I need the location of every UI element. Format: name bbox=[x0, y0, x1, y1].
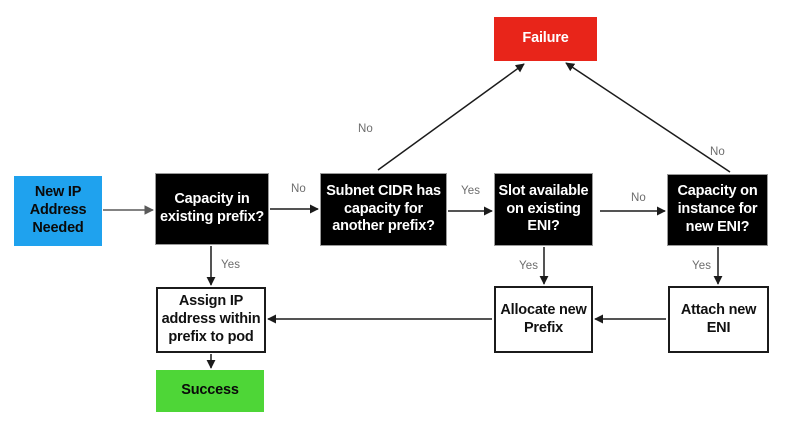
edge-label-capacity-prefix-no: No bbox=[291, 183, 306, 195]
edge-label-capacity-instance-yes: Yes bbox=[692, 260, 712, 272]
edge-subnet-cidr-to-failure bbox=[377, 63, 525, 171]
edge-label-capacity-instance-no: No bbox=[710, 146, 725, 158]
edge-capacity-instance-to-failure bbox=[565, 62, 731, 173]
edge-label-subnet-cidr-yes: Yes bbox=[461, 185, 481, 197]
node-slot-available-on-existing-eni[interactable]: Slot available on existing ENI? bbox=[494, 173, 593, 246]
edge-label-slot-eni-yes: Yes bbox=[519, 260, 539, 272]
node-capacity-on-instance-for-new-eni[interactable]: Capacity on instance for new ENI? bbox=[667, 174, 768, 246]
node-attach-new-eni[interactable]: Attach new ENI bbox=[668, 286, 769, 353]
node-success[interactable]: Success bbox=[156, 370, 264, 412]
node-capacity-in-existing-prefix[interactable]: Capacity in existing prefix? bbox=[155, 173, 269, 245]
edge-label-subnet-cidr-no: No bbox=[358, 123, 373, 135]
node-failure[interactable]: Failure bbox=[494, 17, 597, 61]
edge-label-slot-eni-no: No bbox=[631, 192, 646, 204]
edge-label-capacity-prefix-yes: Yes bbox=[221, 259, 241, 271]
node-subnet-cidr-has-capacity[interactable]: Subnet CIDR has capacity for another pre… bbox=[320, 173, 447, 246]
node-allocate-new-prefix[interactable]: Allocate new Prefix bbox=[494, 286, 593, 353]
node-assign-ip-address-within-prefix-to-pod[interactable]: Assign IP address within prefix to pod bbox=[156, 287, 266, 353]
node-new-ip-address-needed[interactable]: New IP Address Needed bbox=[14, 176, 102, 246]
